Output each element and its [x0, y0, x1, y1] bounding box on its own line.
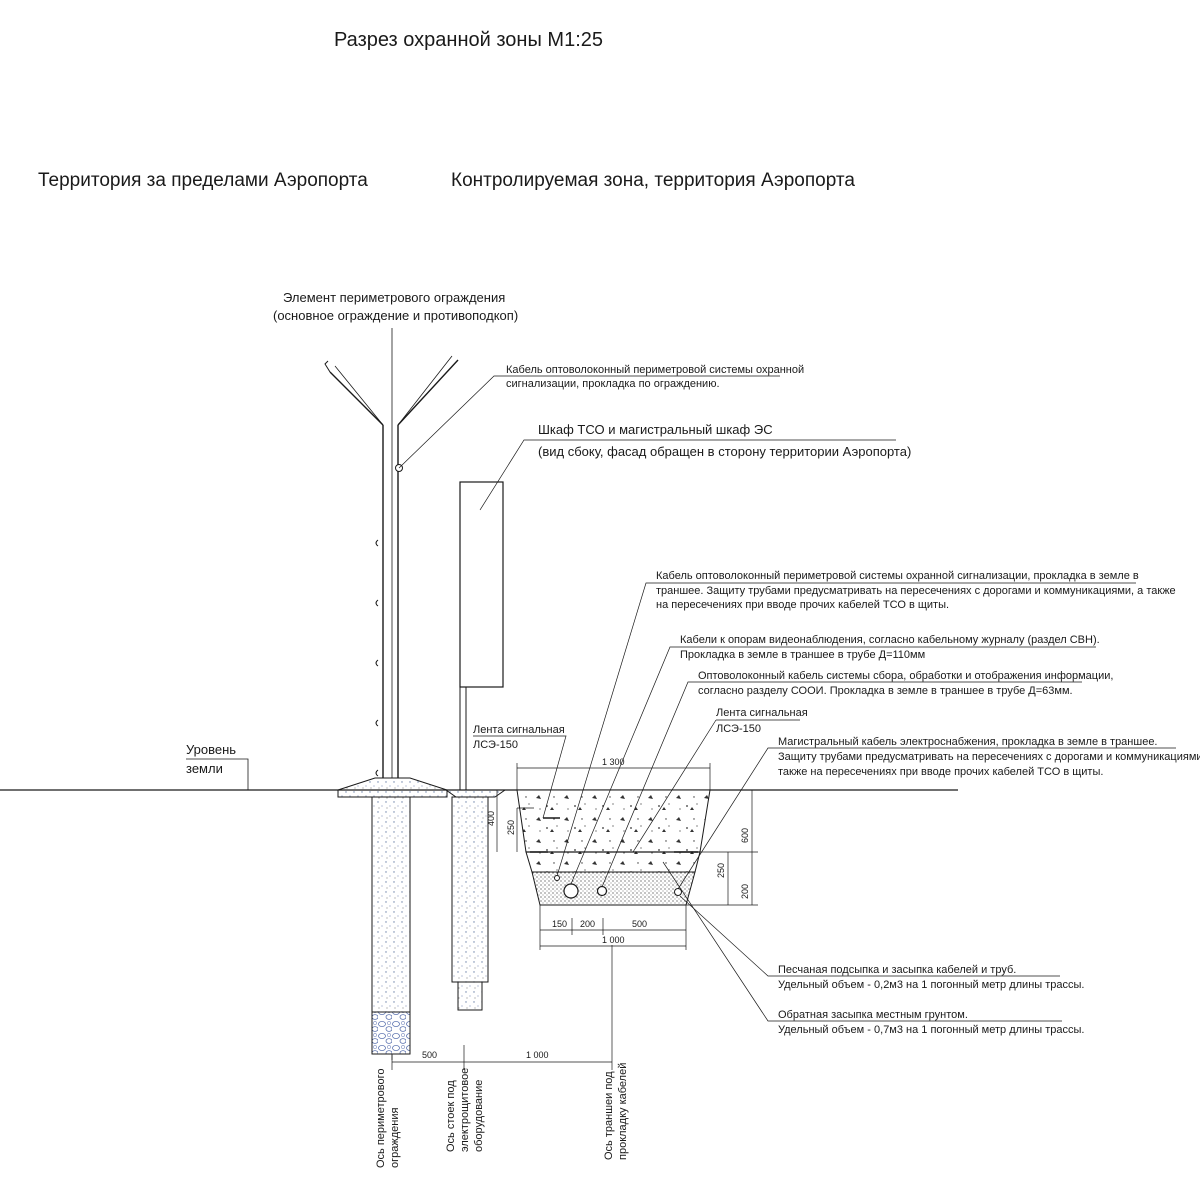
sooi-line1: Оптоволоконный кабель системы сбора, обр…	[698, 670, 1113, 682]
zone-inside-label: Контролируемая зона, территория Аэропорт…	[451, 170, 855, 191]
cabinet	[444, 481, 507, 1011]
sooi-line2: согласно разделу СООИ. Прокладка в земле…	[698, 685, 1073, 697]
page-title: Разрез охранной зоны М1:25	[334, 29, 603, 51]
zone-outside-label: Территория за пределами Аэропорта	[38, 170, 368, 191]
axis-cabinet-label: Ось стоек под электрощитовое оборудовани…	[445, 1068, 485, 1152]
cabinet-label-line1: Шкаф ТСО и магистральный шкаф ЭС	[538, 422, 773, 437]
dim-axis-500: 500	[422, 1050, 437, 1060]
backfill-line2: Удельный объем - 0,7м3 на 1 погонный мет…	[778, 1024, 1084, 1036]
dim-150: 150	[552, 919, 567, 929]
power-line2: Защиту трубами предусматривать на пересе…	[778, 751, 1200, 763]
tape-left-line2: ЛСЭ-150	[473, 739, 518, 751]
power-line1: Магистральный кабель электроснабжения, п…	[778, 736, 1158, 748]
tape-right-line1: Лента сигнальная	[716, 707, 808, 719]
power-cable-icon	[674, 888, 682, 896]
pipe-63-icon	[596, 885, 608, 897]
trench-dimensions	[496, 763, 758, 950]
tape-right-line2: ЛСЭ-150	[716, 723, 761, 735]
fence-foundation	[337, 777, 448, 1055]
dim-200: 200	[580, 919, 595, 929]
dim-200-right: 200	[740, 884, 750, 899]
video-line2: Прокладка в земле в траншее в трубе Д=11…	[680, 649, 925, 661]
axis-dimensions	[391, 945, 613, 1070]
svg-text:Ось траншеи под: Ось траншеи под	[603, 1071, 615, 1160]
svg-text:электрощитовое: электрощитовое	[459, 1068, 471, 1152]
svg-text:оборудование: оборудование	[473, 1080, 485, 1152]
pipe-110-icon	[563, 883, 579, 899]
cabinet-label-line2: (вид сбоку, фасад обращен в сторону терр…	[538, 444, 911, 459]
dim-axis-1000: 1 000	[526, 1050, 549, 1060]
fence-label-line2: (основное ограждение и противоподкоп)	[273, 308, 518, 323]
fiber-ground-line2: траншее. Защиту трубами предусматривать …	[656, 585, 1176, 597]
backfill-line1: Обратная засыпка местным грунтом.	[778, 1009, 968, 1021]
fence-label-line1: Элемент периметрового ограждения	[283, 290, 505, 305]
svg-text:прокладку кабелей: прокладку кабелей	[617, 1063, 629, 1160]
tape-left-line1: Лента сигнальная	[473, 724, 565, 736]
dim-trench-bottom: 1 000	[602, 935, 625, 945]
sand-line2: Удельный объем - 0,2м3 на 1 погонный мет…	[778, 979, 1084, 991]
svg-text:Ось периметрового: Ось периметрового	[375, 1069, 387, 1169]
ground-label-line1: Уровень	[186, 742, 236, 757]
sand-line1: Песчаная подсыпка и засыпка кабелей и тр…	[778, 964, 1016, 976]
axis-trench-label: Ось траншеи под прокладку кабелей	[603, 1063, 629, 1160]
video-line1: Кабели к опорам видеонаблюдения, согласн…	[680, 634, 1100, 646]
dim-250-right: 250	[716, 863, 726, 878]
fiber-ground-line3: на пересечениях при вводе прочих кабелей…	[656, 599, 949, 611]
dim-250-left: 250	[506, 820, 516, 835]
dim-400: 400	[486, 811, 496, 826]
fence-cable-line1: Кабель оптоволоконный периметровой систе…	[506, 364, 804, 376]
svg-text:ограждения: ограждения	[389, 1108, 401, 1168]
dim-600: 600	[740, 828, 750, 843]
ground-label-line2: земли	[186, 761, 223, 776]
dim-500: 500	[632, 919, 647, 929]
fiber-cable-icon	[554, 875, 560, 881]
axis-fence-label: Ось периметрового ограждения	[375, 1069, 401, 1169]
fiber-ground-line1: Кабель оптоволоконный периметровой систе…	[656, 570, 1139, 582]
fence-cable-line2: сигнализации, прокладка по ограждению.	[506, 378, 720, 390]
svg-text:Ось стоек под: Ось стоек под	[445, 1080, 457, 1152]
dim-trench-top: 1 300	[602, 757, 625, 767]
power-line3: также на пересечениях при вводе прочих к…	[778, 766, 1103, 778]
